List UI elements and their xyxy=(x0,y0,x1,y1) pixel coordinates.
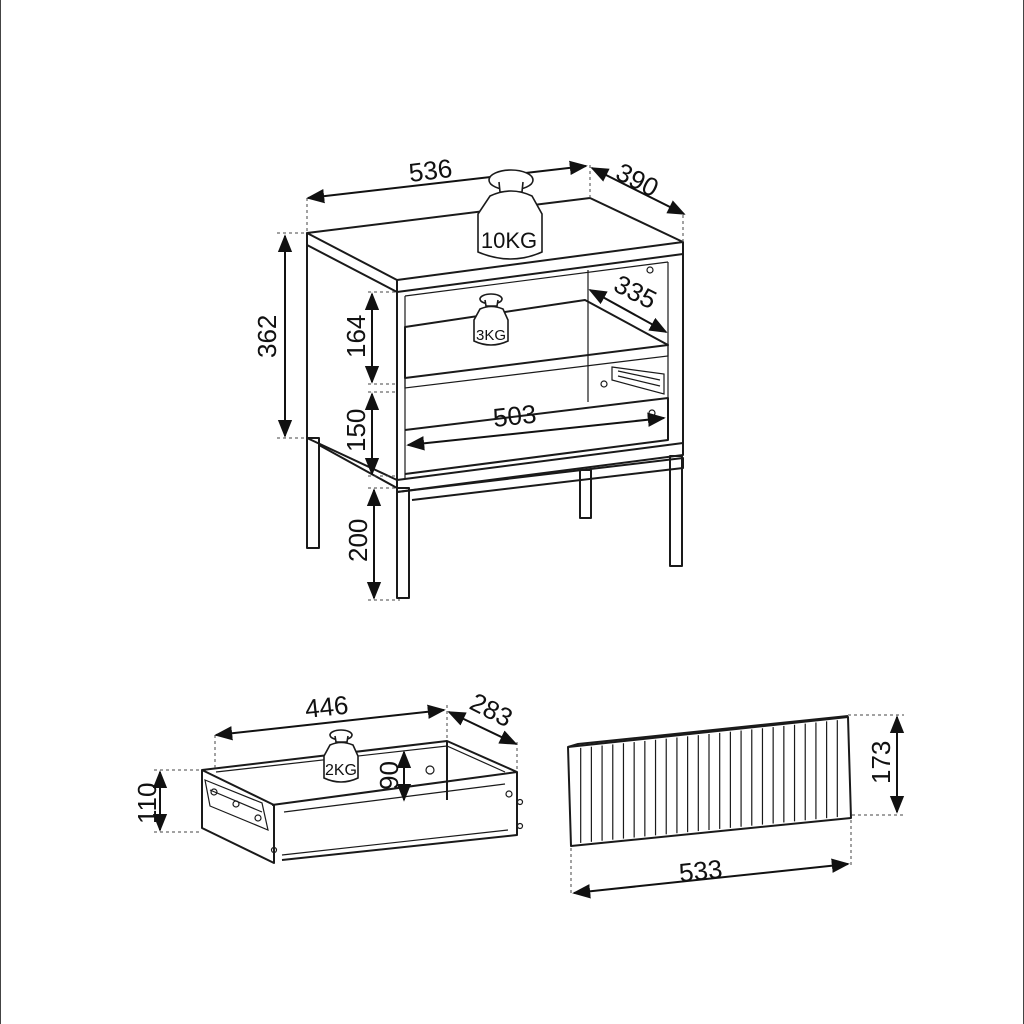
front-panel-drawing xyxy=(567,715,852,847)
shelf-load-weight: 3KG xyxy=(473,293,509,346)
upper-compartment-height-label: 164 xyxy=(341,315,371,358)
cabinet-dimensions xyxy=(277,160,686,601)
top-load-label: 10KG xyxy=(481,228,537,253)
drawer-dimensions xyxy=(152,704,518,833)
drawer-width-label: 446 xyxy=(303,690,349,724)
drawer-inner-height-label: 90 xyxy=(374,761,404,790)
panel-height-label: 173 xyxy=(866,741,896,784)
leg-height-label: 200 xyxy=(343,519,373,562)
front-panel-dimension-labels: 173 533 xyxy=(677,741,896,888)
panel-flutes xyxy=(580,720,838,843)
panel-width-label: 533 xyxy=(677,854,723,888)
cabinet-depth-label: 390 xyxy=(611,157,663,203)
front-panel-dimensions xyxy=(570,714,905,899)
drawer-drawing xyxy=(201,740,524,864)
shelf-load-label: 3KG xyxy=(476,327,506,344)
drawer-height-label: 110 xyxy=(132,783,162,824)
drawer-depth-label: 283 xyxy=(465,687,517,733)
drawer-load-weight: 2KG xyxy=(323,729,359,783)
cabinet-drawing xyxy=(306,197,684,599)
drawer-load-label: 2KG xyxy=(325,762,357,779)
shelf-depth-label: 335 xyxy=(609,269,661,315)
cabinet-height-label: 362 xyxy=(252,315,282,358)
drawer-space-height-label: 150 xyxy=(341,409,371,452)
cabinet-width-label: 536 xyxy=(407,153,454,188)
top-load-weight: 10KG xyxy=(477,169,543,260)
inner-width-label: 503 xyxy=(491,399,537,433)
